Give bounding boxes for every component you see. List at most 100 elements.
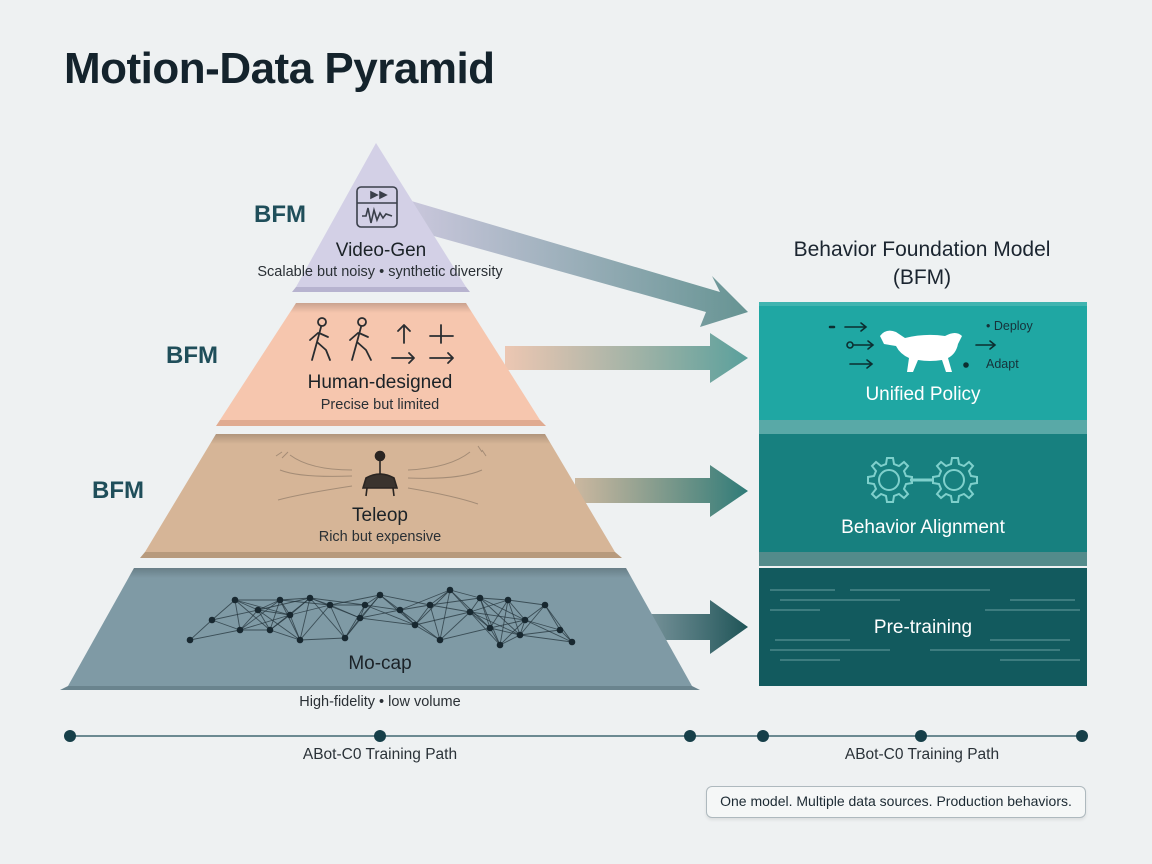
network-link — [399, 609, 416, 626]
network-link — [299, 637, 346, 641]
data-lines-icon — [770, 589, 1080, 661]
network-link — [211, 619, 241, 631]
tier-human-designed-description: Precise but limited — [320, 397, 440, 413]
tier-human-designed-name: Human-designed — [307, 372, 453, 393]
page-title: Motion-Data Pyramid — [64, 44, 495, 93]
bfm-tag-human-designed: BFM — [166, 342, 218, 369]
network-link — [299, 604, 331, 641]
video-waveform-icon — [356, 186, 398, 228]
network-link — [234, 599, 241, 631]
network-link — [234, 599, 259, 611]
tier-mocap — [68, 568, 692, 686]
network-link — [439, 611, 471, 641]
network-node — [476, 594, 484, 602]
tier-human-designed — [220, 303, 540, 420]
network-link — [364, 604, 416, 626]
network-link — [329, 594, 381, 606]
network-link — [399, 589, 451, 611]
network-link — [479, 597, 509, 601]
network-link — [239, 599, 281, 631]
network-node — [356, 614, 364, 622]
network-link — [544, 604, 573, 643]
timeline-node — [374, 730, 386, 742]
network-node — [486, 624, 494, 632]
network-link — [379, 594, 431, 606]
point-network-icon — [186, 586, 576, 649]
network-link — [289, 597, 311, 616]
network-link — [499, 599, 509, 646]
network-node — [208, 616, 216, 624]
network-node — [236, 626, 244, 634]
network-link — [449, 589, 481, 599]
network-link — [289, 604, 331, 616]
network-node — [446, 586, 454, 594]
tier-teleop-description: Rich but expensive — [318, 529, 442, 545]
flow-arrows — [398, 200, 748, 654]
annotation-adapt: Adapt — [986, 357, 1019, 371]
network-link — [439, 627, 491, 641]
network-link — [344, 604, 366, 639]
network-node — [426, 601, 434, 609]
flow-arrow-mocap — [643, 600, 748, 654]
network-link — [414, 589, 451, 626]
tier-teleop — [145, 434, 615, 552]
network-link — [269, 629, 301, 641]
joystick-icon — [361, 450, 399, 497]
bfm-tag-teleop: BFM — [92, 477, 144, 504]
network-node — [556, 626, 564, 634]
timeline-node — [64, 730, 76, 742]
stage-pre-training-label: Pre-training — [873, 617, 973, 638]
network-link — [489, 627, 521, 636]
network-link — [309, 597, 366, 606]
network-link — [257, 609, 271, 631]
network-node — [341, 634, 349, 642]
network-node — [254, 606, 262, 614]
network-node — [516, 631, 524, 639]
network-link — [519, 604, 546, 636]
stage-behavior-alignment-side — [759, 552, 1087, 566]
timeline-label-left: ABot-C0 Training Path — [302, 746, 458, 763]
network-node — [568, 638, 576, 646]
tier-human-designed-side — [216, 420, 546, 426]
network-node — [296, 636, 304, 644]
network-node — [496, 641, 504, 649]
network-link — [279, 599, 301, 641]
network-link — [234, 599, 271, 631]
bfm-stages — [759, 302, 1087, 686]
network-link — [359, 609, 401, 619]
stage-unified-policy — [759, 302, 1087, 420]
network-link — [439, 589, 451, 641]
stage-behavior-alignment — [759, 434, 1087, 552]
stage-pre-training — [759, 568, 1087, 686]
tier-video-gen-name: Video-Gen — [335, 240, 427, 261]
network-link — [329, 604, 346, 639]
timeline-node — [757, 730, 769, 742]
network-link — [429, 604, 441, 641]
timeline-node — [915, 730, 927, 742]
network-link — [257, 609, 301, 641]
network-link — [479, 597, 501, 646]
timeline-node — [684, 730, 696, 742]
network-link — [239, 614, 291, 631]
bfm-heading: Behavior Foundation Model (BFM) — [793, 238, 1051, 289]
tier-mocap-name: Mo-cap — [348, 653, 412, 674]
network-node — [411, 621, 419, 629]
network-link — [257, 597, 311, 611]
network-link — [211, 599, 236, 621]
network-link — [524, 604, 546, 621]
network-link — [429, 604, 471, 613]
network-link — [309, 597, 346, 639]
network-link — [239, 609, 259, 631]
network-node — [286, 611, 294, 619]
network-node — [306, 594, 314, 602]
network-link — [479, 597, 521, 636]
timeline-node — [1076, 730, 1088, 742]
tier-video-gen-side — [292, 287, 470, 292]
network-link — [507, 599, 526, 621]
network-link — [489, 599, 509, 629]
network-link — [399, 604, 431, 611]
network-link — [429, 597, 481, 606]
network-node — [186, 636, 194, 644]
network-node — [266, 626, 274, 634]
flow-arrow-video-gen — [398, 200, 748, 327]
